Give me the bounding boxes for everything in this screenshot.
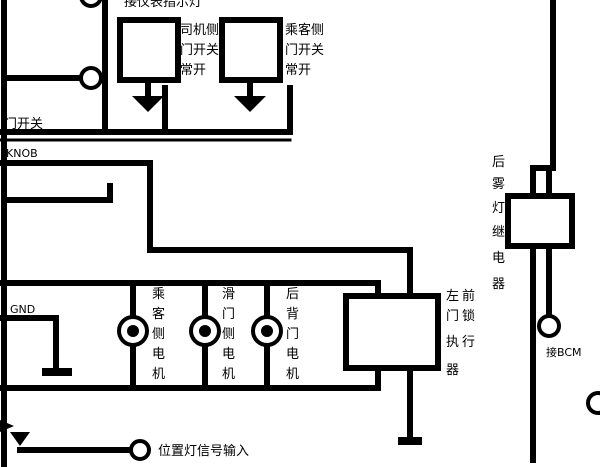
svg-text:器: 器 xyxy=(446,363,459,378)
svg-text:行: 行 xyxy=(462,335,475,350)
svg-text:门: 门 xyxy=(286,327,299,342)
svg-text:执: 执 xyxy=(446,335,459,350)
passenger-side-motor: 乘 客 侧 电 机 xyxy=(117,280,165,391)
instrument-indicator-label: 接仪表指示灯 xyxy=(124,0,202,10)
top-terminal xyxy=(79,0,103,8)
svg-text:雾: 雾 xyxy=(492,177,505,192)
passenger-door-switch: 乘客侧 门开关 常开 xyxy=(219,17,324,112)
svg-text:电: 电 xyxy=(222,347,235,362)
driver-switch-label-2: 门开关 xyxy=(180,43,219,58)
svg-text:器: 器 xyxy=(492,277,505,292)
svg-text:机: 机 xyxy=(222,367,235,382)
passenger-switch-label-1: 乘客侧 xyxy=(285,22,324,38)
driver-switch-label-3: 常开 xyxy=(180,63,206,78)
svg-text:电: 电 xyxy=(286,347,299,362)
passenger-switch-label-2: 门开关 xyxy=(285,43,324,58)
svg-text:后: 后 xyxy=(492,155,505,170)
svg-text:继: 继 xyxy=(492,225,505,240)
position-light-input xyxy=(0,397,151,467)
svg-text:滑: 滑 xyxy=(222,287,235,302)
svg-text:机: 机 xyxy=(286,367,299,382)
svg-text:左: 左 xyxy=(446,289,459,304)
rear-door-motor: 后 背 门 电 机 xyxy=(251,280,299,391)
sliding-door-motor: 滑 门 侧 电 机 xyxy=(189,280,235,391)
svg-text:门: 门 xyxy=(446,309,459,324)
svg-text:门: 门 xyxy=(222,307,235,322)
driver-door-switch: 司机侧 门开关 常开 xyxy=(117,17,219,112)
door-switch-label: 门开关 xyxy=(4,117,43,132)
position-light-input-label: 位置灯信号输入 xyxy=(158,443,249,459)
left-front-lock-actuator: 左 门 执 前 锁 行 器 xyxy=(343,288,475,378)
instrument-terminal xyxy=(79,66,103,90)
svg-text:前: 前 xyxy=(462,288,475,304)
svg-text:侧: 侧 xyxy=(222,327,235,342)
rear-fog-relay: 后 雾 灯 继 电 器 xyxy=(492,155,575,292)
svg-text:电: 电 xyxy=(492,251,505,266)
bcm-terminal xyxy=(537,314,561,338)
svg-text:电: 电 xyxy=(152,347,165,362)
to-bcm-label: 接BCM xyxy=(546,346,582,359)
svg-text:侧: 侧 xyxy=(152,327,165,342)
passenger-switch-label-3: 常开 xyxy=(285,63,311,78)
gnd-label: GND xyxy=(10,303,35,316)
right-edge-terminal xyxy=(586,391,600,415)
svg-text:背: 背 xyxy=(286,307,299,322)
svg-text:灯: 灯 xyxy=(492,201,505,216)
svg-text:乘: 乘 xyxy=(152,287,165,302)
driver-switch-label-1: 司机侧 xyxy=(180,23,219,38)
svg-text:机: 机 xyxy=(152,367,165,382)
svg-text:客: 客 xyxy=(152,306,165,322)
svg-text:后: 后 xyxy=(286,287,299,302)
actuator-ground-symbol xyxy=(398,437,422,445)
gnd-ground-symbol xyxy=(42,368,72,376)
svg-text:锁: 锁 xyxy=(462,308,475,324)
knob-label: KNOB xyxy=(6,147,38,160)
